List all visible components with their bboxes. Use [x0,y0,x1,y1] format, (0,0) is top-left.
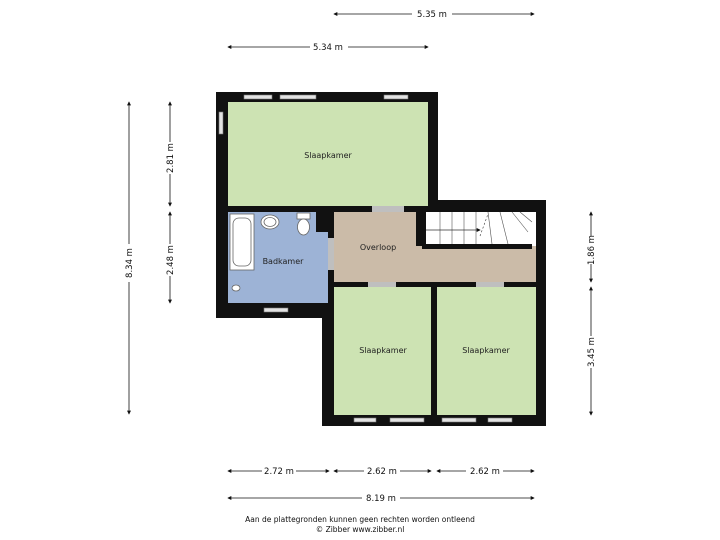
dim-bottom-c: 2.62 m [436,467,535,477]
svg-text:5.34 m: 5.34 m [313,43,343,53]
svg-text:8.19 m: 8.19 m [366,494,396,504]
dim-left-lower: 2.48 m [166,211,176,304]
room-slaapkamer-top [228,102,428,206]
dim-left-total: 8.34 m [125,101,135,415]
walls [216,92,546,426]
door-openings [328,206,504,287]
svg-text:2.62 m: 2.62 m [367,467,397,477]
svg-text:5.35 m: 5.35 m [417,10,447,20]
room-slaapkamer-right [437,287,536,415]
dim-bottom-b: 2.62 m [333,467,432,477]
room-slaapkamer-left [334,287,431,415]
dim-right-upper: 1.86 m [587,211,597,283]
bathtub [229,213,255,271]
svg-text:2.48 m: 2.48 m [166,245,176,275]
copyright: © Zibber www.zibber.nl [315,525,405,534]
dim-bottom-a: 2.72 m [227,467,330,477]
label-slaapkamer-top: Slaapkamer [304,151,352,160]
dim-left-upper: 2.81 m [166,101,176,207]
svg-text:2.72 m: 2.72 m [264,467,294,477]
label-overloop: Overloop [360,243,396,252]
dim-top-outer: 5.35 m [333,10,535,20]
disclaimer: Aan de plattegronden kunnen geen rechten… [245,515,475,524]
dim-top-inner: 5.34 m [227,43,429,53]
svg-text:2.81 m: 2.81 m [166,143,176,173]
label-slaapkamer-right: Slaapkamer [462,346,510,355]
svg-text:8.34 m: 8.34 m [125,248,135,278]
toilet [296,212,311,236]
windows [218,94,513,423]
svg-text:2.62 m: 2.62 m [470,467,500,477]
shower-tap [231,284,241,292]
staircase [422,211,536,249]
label-slaapkamer-left: Slaapkamer [359,346,407,355]
dim-right-lower: 3.45 m [587,286,597,416]
dim-bottom-total: 8.19 m [227,494,535,504]
sink [260,214,280,230]
svg-text:3.45 m: 3.45 m [587,337,597,367]
svg-text:1.86 m: 1.86 m [587,235,597,265]
label-badkamer: Badkamer [263,257,305,266]
